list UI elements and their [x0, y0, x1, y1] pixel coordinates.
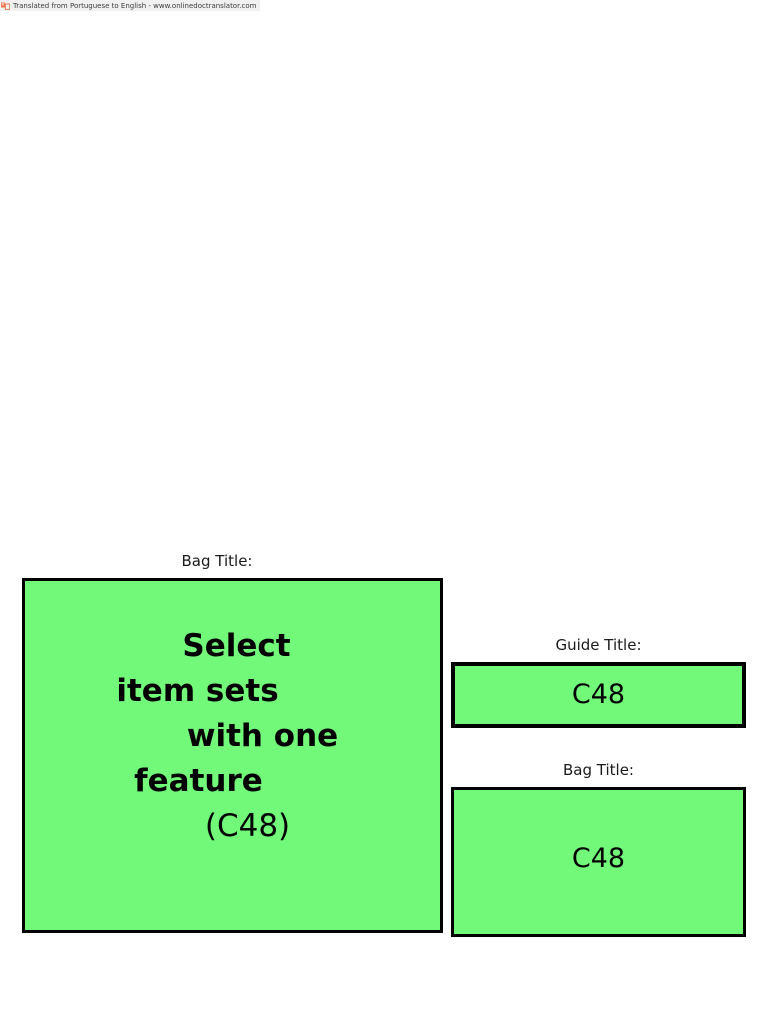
translator-banner: Translated from Portuguese to English - … [0, 0, 260, 11]
bag-title-main-code: (C48) [204, 808, 291, 844]
guide-title-field: Guide Title: C48 [451, 636, 746, 728]
bag-title-secondary-box[interactable]: C48 [451, 787, 746, 937]
guide-title-value: C48 [571, 679, 626, 710]
bag-title-main-content: Select item sets with one feature (C48) [25, 624, 440, 849]
translator-banner-text: Translated from Portuguese to English - … [13, 1, 257, 10]
bag-title-main-line-2: item sets [116, 673, 279, 709]
bag-title-main-line-4: feature [134, 763, 263, 799]
bag-title-secondary-label: Bag Title: [563, 761, 634, 779]
bag-title-secondary-value: C48 [571, 843, 626, 874]
translator-logo-icon [1, 2, 10, 10]
bag-title-main-field: Bag Title: Select item sets with one fea… [22, 552, 443, 933]
bag-title-main-line-3: with one [186, 718, 339, 754]
bag-title-main-box[interactable]: Select item sets with one feature (C48) [22, 578, 443, 933]
guide-title-box[interactable]: C48 [451, 662, 746, 728]
bag-title-main-line-1: Select [182, 628, 291, 664]
guide-title-label: Guide Title: [555, 636, 642, 654]
bag-title-main-label: Bag Title: [181, 552, 253, 570]
bag-title-secondary-field: Bag Title: C48 [451, 761, 746, 937]
